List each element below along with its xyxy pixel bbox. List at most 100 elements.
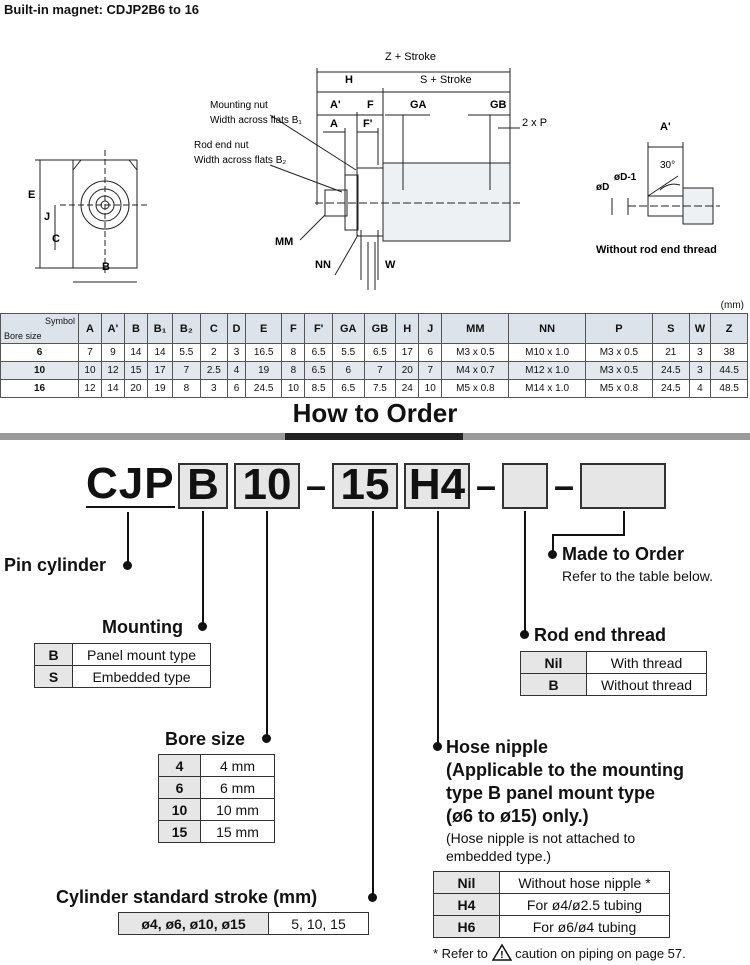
leader-mounting	[202, 511, 204, 628]
label-f: F	[367, 99, 374, 111]
footnote: * Refer to ! caution on piping on page 5…	[433, 943, 686, 964]
option-key: Nil	[433, 871, 500, 894]
column-header: GB	[363, 313, 397, 344]
table-cell: 3	[199, 379, 229, 398]
label-without-rod-end-thread: Without rod end thread	[596, 244, 717, 256]
hose-nipple-note-1: (Hose nipple is not attached to	[446, 830, 636, 846]
column-header: A	[78, 313, 102, 344]
heading-rule-accent	[285, 433, 463, 440]
table-cell: 6.5	[304, 343, 333, 362]
hose-nipple-title: Hose nipple	[446, 737, 549, 757]
leader-dot-pin	[123, 561, 132, 570]
stroke-values: 5, 10, 15	[268, 912, 369, 935]
pin-cylinder-label: Pin cylinder	[4, 555, 107, 575]
option-value: Without thread	[586, 673, 707, 696]
table-cell: 8.5	[304, 379, 333, 398]
code-stroke-box: 15	[332, 463, 398, 509]
table-cell: 20	[395, 361, 420, 380]
label-a: A	[330, 118, 338, 130]
hose-nipple-title-4: (ø6 to ø15) only.)	[446, 806, 589, 826]
table-cell: 6	[418, 343, 443, 362]
table-cell: 3	[688, 361, 712, 380]
column-header: NN	[508, 313, 586, 344]
label-30deg: 30°	[660, 160, 675, 171]
column-header: E	[244, 313, 283, 344]
label-h: H	[345, 74, 353, 86]
table-cell: 44.5	[710, 361, 748, 380]
table-cell: 24.5	[652, 379, 690, 398]
table-cell: M14 x 1.0	[508, 379, 586, 398]
table-cell: 12	[100, 361, 125, 380]
column-header: Z	[710, 313, 748, 344]
table-cell: 3	[227, 343, 246, 362]
code-made-to-order-box	[580, 463, 666, 509]
hose-nipple-title-2: (Applicable to the mounting	[446, 760, 684, 780]
option-key: S	[34, 665, 73, 688]
mounting-title: Mounting	[102, 617, 183, 637]
table-cell: 6	[227, 379, 246, 398]
label-b: B	[102, 261, 110, 273]
column-header: B	[123, 313, 148, 344]
table-cell: 24.5	[652, 361, 690, 380]
option-key: B	[520, 673, 587, 696]
label-c: C	[52, 233, 60, 245]
label-gb: GB	[490, 99, 507, 111]
label-rod-end-nut: Rod end nut	[194, 140, 249, 151]
label-mm: MM	[275, 236, 293, 248]
option-value: 10 mm	[200, 798, 275, 821]
table-cell: 19	[244, 361, 283, 380]
column-header: F	[281, 313, 306, 344]
option-value: 6 mm	[200, 776, 275, 799]
label-e: E	[28, 189, 35, 201]
leader-pin	[127, 512, 129, 566]
leader-rod-thread	[524, 511, 526, 634]
column-header: B₁	[146, 313, 174, 344]
option-key: 15	[158, 820, 201, 843]
label-s-stroke: S + Stroke	[420, 74, 472, 86]
table-cell: 7	[363, 361, 397, 380]
leader-dot-stroke	[368, 893, 377, 902]
label-nn: NN	[315, 259, 331, 271]
option-key: 10	[158, 798, 201, 821]
column-header: W	[688, 313, 712, 344]
table-cell: 7	[78, 343, 102, 362]
hose-nipple-title-3: type B panel mount type	[446, 783, 656, 803]
table-cell: 5.5	[331, 343, 365, 362]
column-header: MM	[441, 313, 510, 344]
leader-mto-v	[623, 511, 625, 536]
label-mounting-nut: Mounting nut	[210, 100, 268, 111]
table-cell: M10 x 1.0	[508, 343, 586, 362]
table-cell: 9	[100, 343, 125, 362]
table-cell: 24.5	[244, 379, 283, 398]
label-side-a-prime: A'	[660, 121, 671, 133]
column-header: B₂	[172, 313, 201, 344]
code-dash-2: –	[476, 465, 497, 506]
column-header: C	[199, 313, 229, 344]
dimension-drawing: Z + Stroke H S + Stroke A' F A F' GA GB …	[28, 51, 720, 290]
option-key: 6	[158, 776, 201, 799]
table-cell: 17	[395, 343, 420, 362]
option-value: For ø4/ø2.5 tubing	[499, 893, 670, 916]
how-to-order-heading: How to Order	[292, 398, 458, 428]
made-to-order-title: Made to Order	[562, 544, 685, 564]
option-key: 4	[158, 754, 201, 777]
table-cell: 10	[418, 379, 443, 398]
unit-label: (mm)	[720, 300, 744, 311]
table-cell: 4	[227, 361, 246, 380]
table-cell: 7.5	[363, 379, 397, 398]
code-prefix: CJP	[86, 459, 175, 508]
bore-cell: 6	[0, 343, 79, 362]
table-cell: 2.5	[199, 361, 229, 380]
bore-cell: 16	[0, 379, 79, 398]
label-phi-d1: øD-1	[614, 172, 637, 183]
column-header: H	[395, 313, 420, 344]
